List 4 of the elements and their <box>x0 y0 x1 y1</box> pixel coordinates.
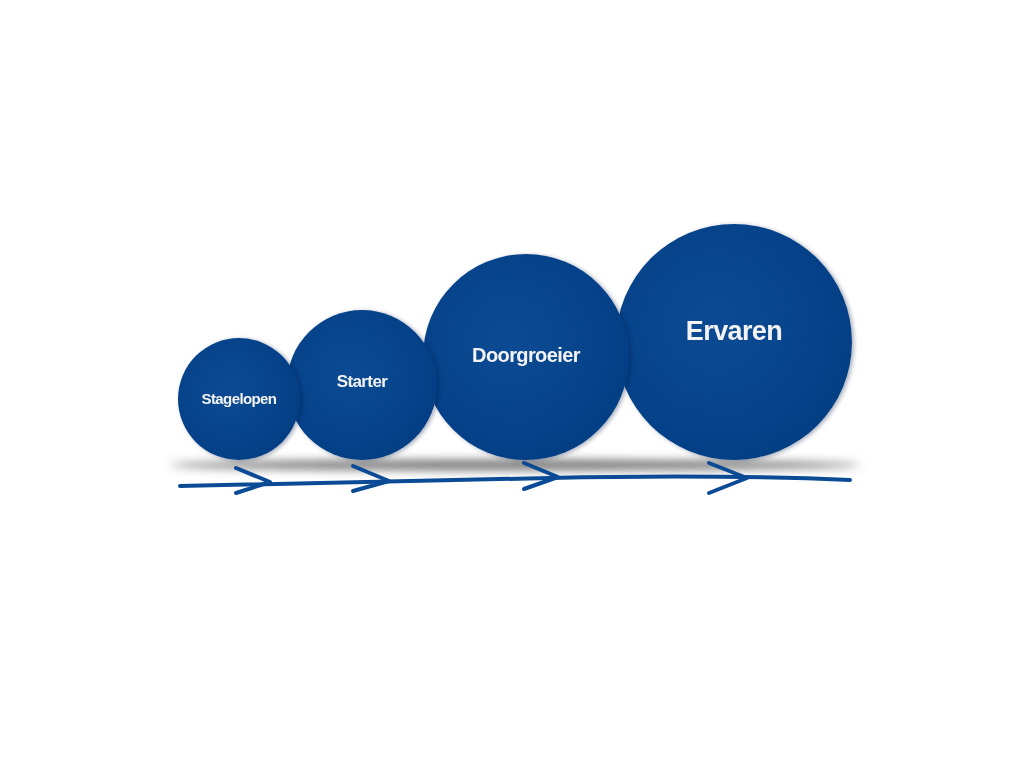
stage-label: Starter <box>336 372 388 392</box>
stage-label: Stagelopen <box>201 390 277 408</box>
stage-label: Ervaren <box>685 317 783 347</box>
stage-label: Doorgroeier <box>472 344 580 366</box>
